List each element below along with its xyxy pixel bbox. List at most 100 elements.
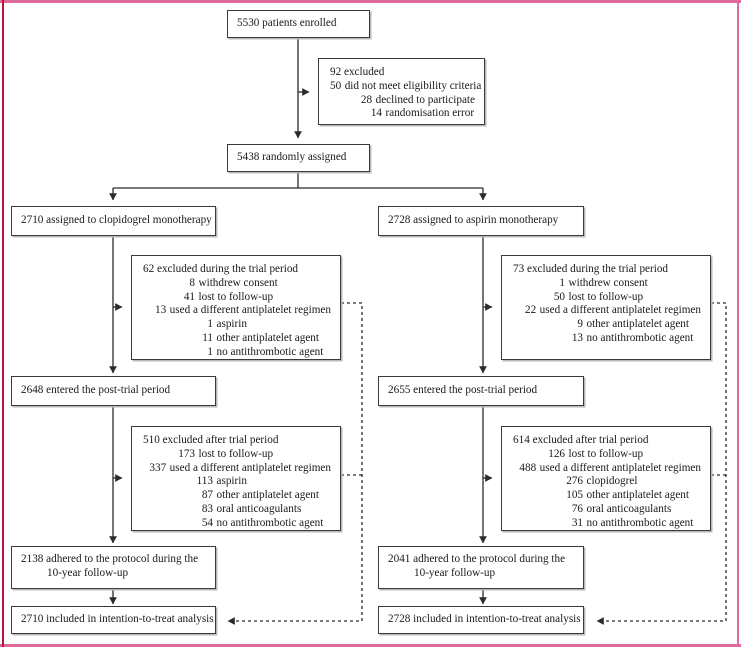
exclusion-item-count: 1 (207, 318, 213, 331)
exclusion-item-count: 488 (519, 461, 537, 474)
node-left-itt: 2710 included in intention-to-treat anal… (11, 606, 216, 634)
exclusion-item-text: oral anticoagulants (586, 502, 672, 515)
frame-rule-bottom (0, 644, 741, 647)
node-patients-enrolled: 5530 patients enrolled (227, 10, 370, 38)
exclusion-item-count: 50 (553, 290, 565, 303)
node-heading: 73 excluded during the trial period (513, 263, 669, 275)
exclusion-item-text: used a different antiplatelet regimen (539, 461, 701, 474)
node-left-adhered: 2138 adhered to the protocol during the … (11, 546, 216, 589)
exclusion-item-count: 113 (196, 475, 213, 488)
exclusion-item-count: 1 (207, 345, 213, 358)
node-heading: 510 excluded after trial period (143, 434, 279, 446)
exclusion-item-text: lost to follow-up (198, 290, 274, 303)
exclusion-item-count: 50 (330, 79, 342, 92)
node-label: 2710 included in intention-to-treat anal… (21, 613, 214, 626)
exclusion-item-text: lost to follow-up (568, 290, 644, 303)
exclusion-item-count: 83 (201, 502, 213, 515)
exclusion-item-text: aspirin (216, 475, 247, 488)
exclusion-item-count: 126 (548, 447, 565, 460)
exclusion-item-text: oral anticoagulants (216, 502, 302, 515)
exclusion-item-count: 11 (202, 331, 213, 344)
exclusion-item-text: withdrew consent (198, 276, 278, 289)
exclusion-item-text: did not meet eligibility criteria (344, 79, 482, 92)
node-right-post-trial: 2655 entered the post-trial period (378, 376, 584, 406)
exclusion-item-count: 8 (189, 276, 195, 289)
exclusion-item-text: withdrew consent (568, 276, 648, 289)
node-heading-row: 62 excluded during the trial period (141, 263, 331, 277)
exclusion-item-text: other antiplatelet agent (586, 318, 690, 331)
node-label-line2: 10-year follow-up (47, 566, 129, 579)
exclusion-item-count: 1 (559, 276, 565, 289)
exclusion-item-text: no antithrombotic agent (586, 331, 694, 344)
exclusion-item-count: 173 (178, 447, 195, 460)
exclusion-item-count: 9 (577, 318, 583, 331)
exclusion-item-count: 13 (154, 304, 167, 317)
node-label: 5438 randomly assigned (237, 151, 347, 164)
node-label-line1: 2138 adhered to the protocol during the (21, 553, 199, 565)
node-label: 2648 entered the post-trial period (21, 384, 171, 397)
node-heading-row: 92 excluded (328, 66, 475, 80)
node-heading: 62 excluded during the trial period (143, 263, 299, 275)
node-heading: 614 excluded after trial period (513, 434, 649, 446)
exclusion-item-text: no antithrombotic agent (216, 516, 324, 529)
exclusion-item-count: 31 (571, 516, 583, 529)
node-randomly-assigned: 5438 randomly assigned (227, 144, 370, 172)
exclusion-item-text: used a different antiplatelet regimen (169, 304, 331, 317)
node-label-line1: 2041 adhered to the protocol during the (388, 553, 566, 565)
exclusion-item-text: used a different antiplatelet regimen (169, 461, 331, 474)
exclusion-item-count: 13 (571, 331, 583, 344)
exclusion-item-count: 105 (566, 489, 583, 502)
exclusion-item-text: other antiplatelet agent (586, 489, 690, 502)
frame-rule-right (737, 0, 739, 647)
node-heading-row: 510 excluded after trial period (141, 434, 331, 448)
exclusion-item-text: lost to follow-up (198, 447, 274, 460)
exclusion-item-text: lost to follow-up (568, 447, 644, 460)
node-right-adhered: 2041 adhered to the protocol during the … (378, 546, 584, 589)
exclusion-item-count: 41 (183, 290, 195, 303)
node-heading-row: 73 excluded during the trial period (511, 263, 701, 277)
exclusion-item-count: 14 (370, 107, 382, 120)
exclusion-item-count: 276 (566, 475, 583, 488)
exclusion-item-text: other antiplatelet agent (216, 489, 320, 502)
node-left-assigned: 2710 assigned to clopidogrel monotherapy (11, 206, 216, 236)
exclusion-item-count: 76 (571, 502, 583, 515)
node-label: 2728 assigned to aspirin monotherapy (388, 214, 559, 227)
node-right-itt: 2728 included in intention-to-treat anal… (378, 606, 584, 634)
node-right-assigned: 2728 assigned to aspirin monotherapy (378, 206, 584, 236)
exclusion-item-count: 337 (149, 461, 167, 474)
exclusion-item-text: other antiplatelet agent (216, 331, 320, 344)
exclusion-item-count: 87 (201, 489, 213, 502)
exclusion-item-text: randomisation error (385, 107, 475, 120)
node-label: 2710 assigned to clopidogrel monotherapy (21, 214, 212, 227)
node-heading-row: 614 excluded after trial period (511, 434, 701, 448)
exclusion-item-count: 28 (360, 93, 373, 106)
exclusion-item-text: no antithrombotic agent (586, 516, 694, 529)
node-heading: 92 excluded (330, 66, 385, 78)
